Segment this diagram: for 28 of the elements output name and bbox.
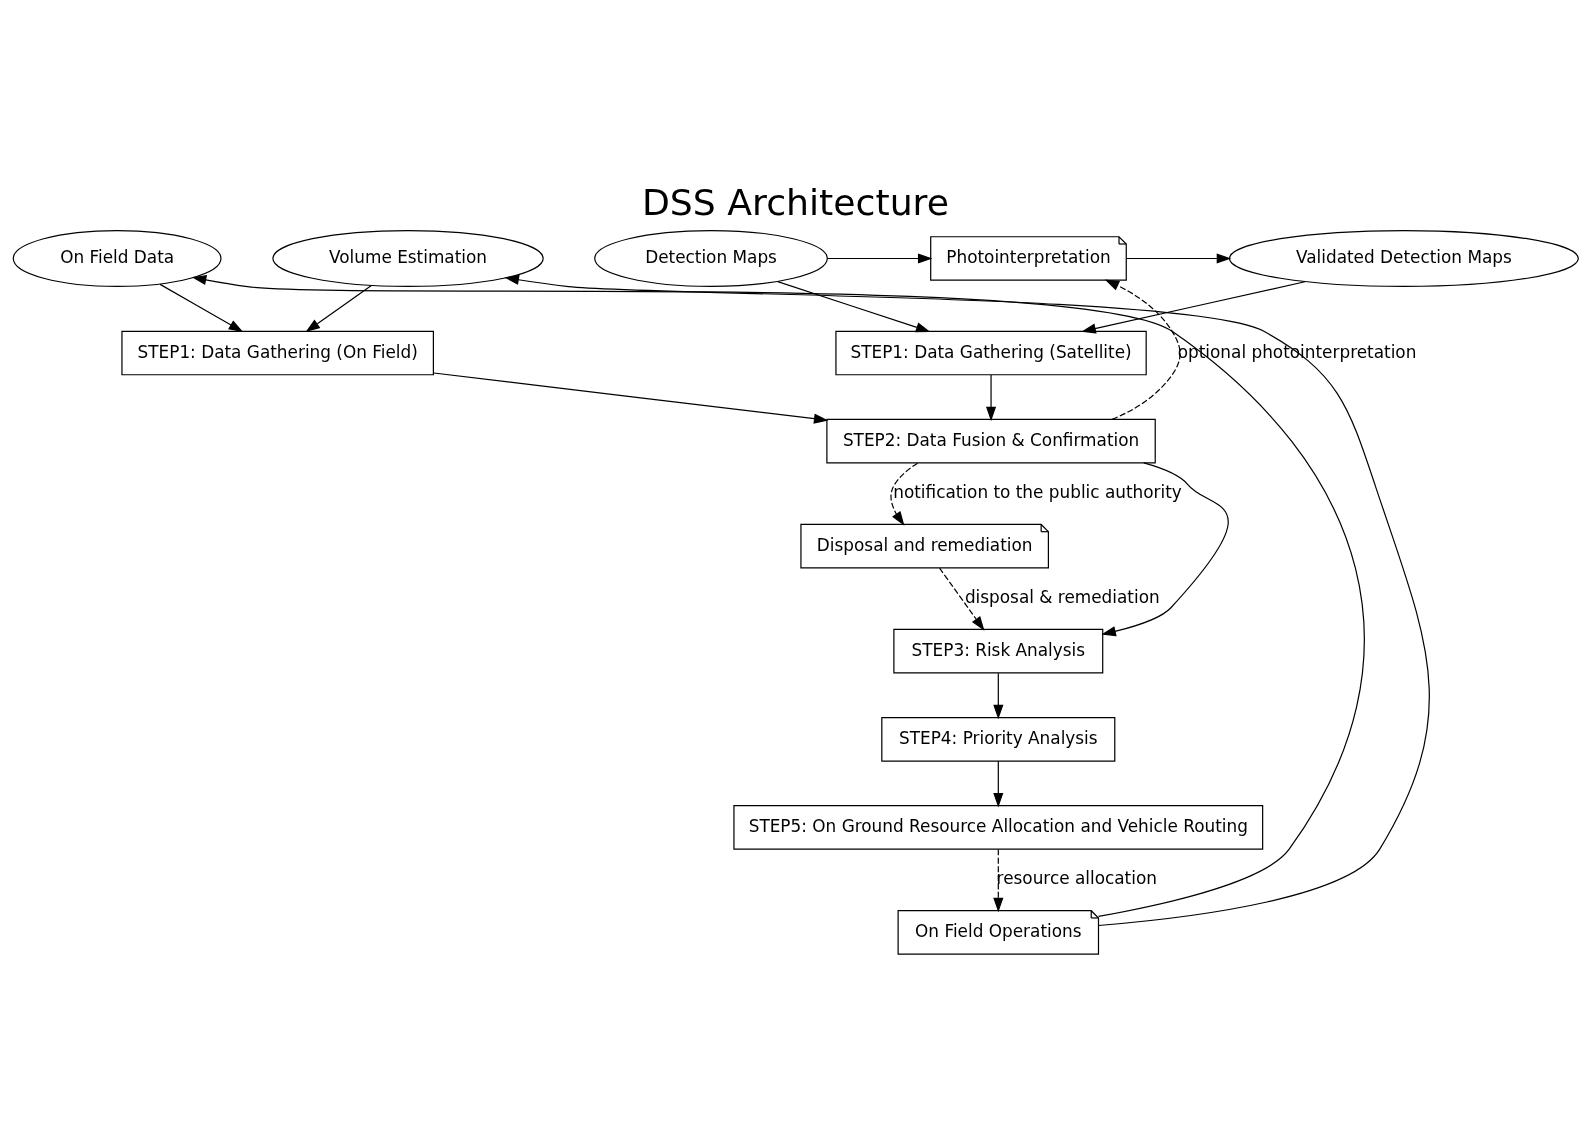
edge-label: disposal & remediation	[964, 586, 1160, 607]
arrow	[986, 373, 997, 421]
arrow	[305, 284, 372, 332]
arrow	[993, 848, 1004, 912]
arrow	[993, 760, 1004, 807]
edge-label: resource allocation	[996, 867, 1157, 888]
arrow	[1081, 280, 1306, 333]
node-box: STEP3: Risk Analysis	[893, 628, 1104, 674]
arrow	[1104, 279, 1181, 420]
arrow	[504, 274, 1430, 926]
diagram-title: DSS Architecture	[642, 180, 949, 224]
node-box: STEP2: Data Fusion & Confirmation	[826, 418, 1156, 463]
node-ellipse: Validated Detection Maps	[1228, 229, 1579, 287]
arrow	[159, 283, 244, 332]
node-box: STEP1: Data Gathering (Satellite)	[835, 330, 1147, 375]
arrow	[433, 371, 829, 424]
arrow	[826, 252, 933, 264]
arrow	[1125, 252, 1232, 264]
node-box: STEP1: Data Gathering (On Field)	[121, 330, 434, 375]
arrow	[777, 280, 931, 332]
arrow	[938, 567, 985, 631]
node-box: STEP4: Priority Analysis	[881, 716, 1116, 762]
node-box: STEP5: On Ground Resource Allocation and Vehicle Routing	[733, 804, 1264, 850]
arrow	[1101, 461, 1229, 636]
arrow	[890, 462, 919, 526]
arrow	[993, 672, 1004, 719]
node-ellipse: Detection Maps	[594, 229, 828, 287]
edge-label: notification to the public authority	[893, 481, 1182, 502]
